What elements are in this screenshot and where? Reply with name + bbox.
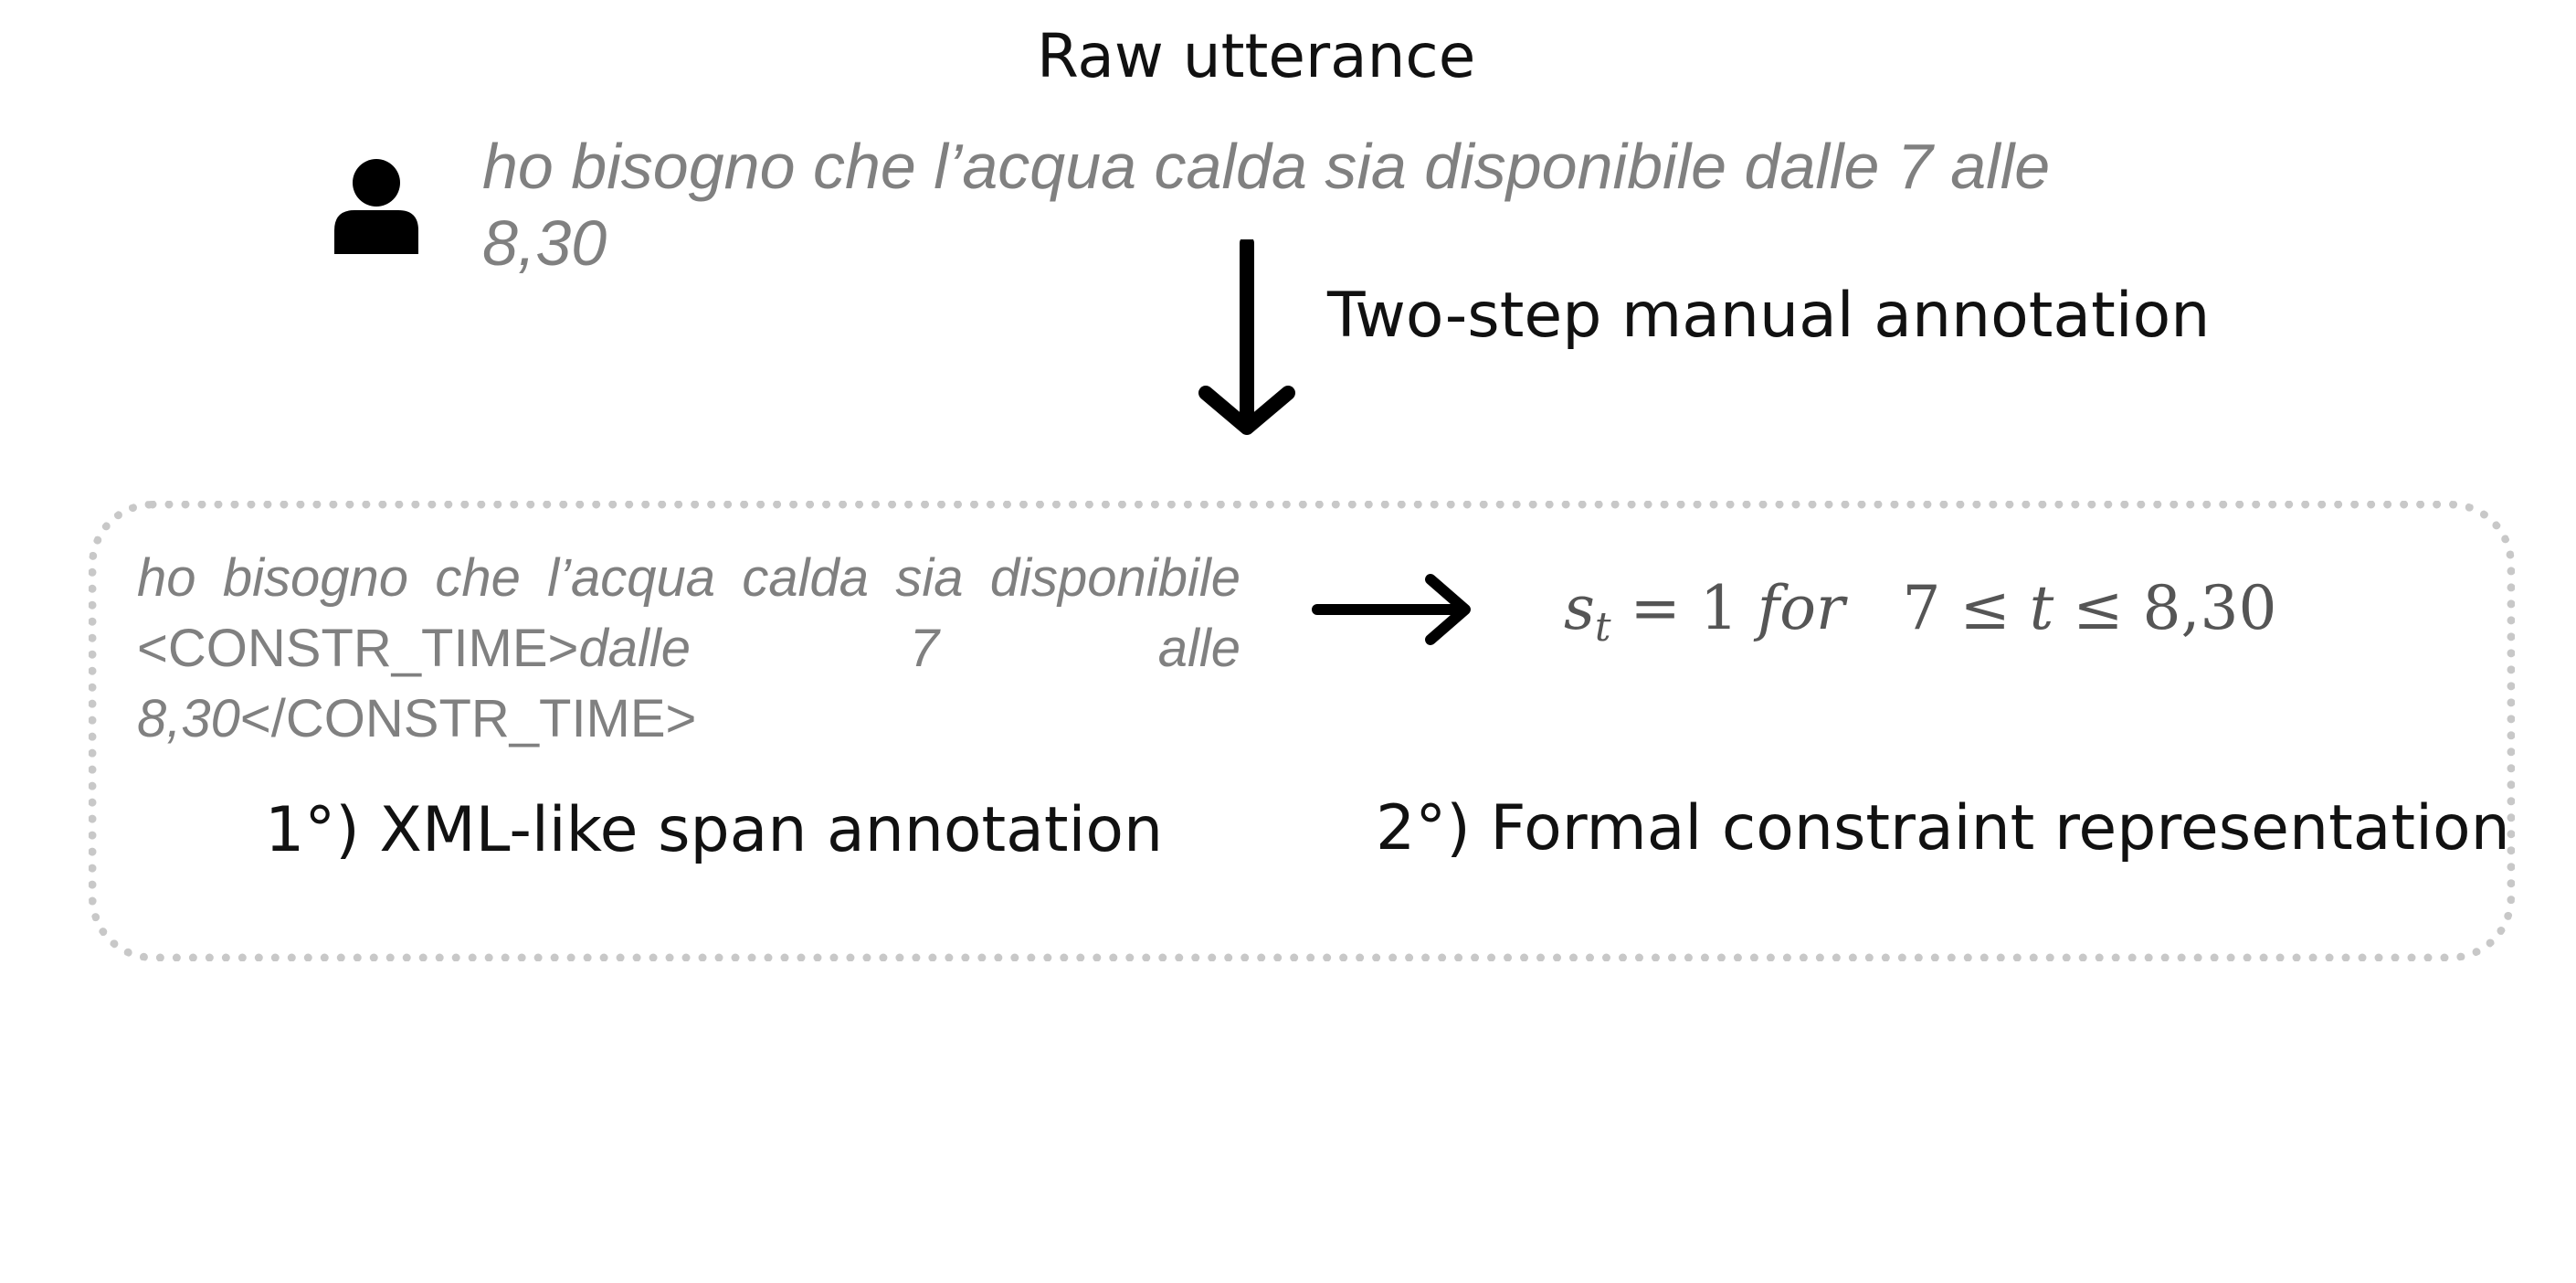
- tagged-span: dalle 7 alle 8,30: [137, 619, 1240, 748]
- formula-gap: [1845, 573, 1903, 643]
- formula-upper-bound: ≤ 8,30: [2053, 573, 2277, 643]
- open-tag: <CONSTR_TIME>: [137, 619, 579, 678]
- annotation-steps-box: [89, 501, 2515, 961]
- formula-t: t: [2029, 573, 2054, 643]
- down-arrow-icon: [1197, 236, 1297, 439]
- utterance-prefix: ho bisogno che l’acqua calda sia disponi…: [137, 548, 1240, 608]
- raw-utterance-title: Raw utterance: [1037, 21, 1476, 91]
- xml-span-annotation: ho bisogno che l’acqua calda sia disponi…: [137, 543, 1240, 754]
- formula-subscript: t: [1594, 604, 1611, 652]
- right-arrow-icon: [1312, 568, 1476, 651]
- formula-for: for: [1757, 573, 1845, 643]
- user-icon: [331, 155, 422, 256]
- raw-utterance-text: ho bisogno che l’acqua calda sia disponi…: [482, 131, 2051, 279]
- annotation-step-label: Two-step manual annotation: [1327, 280, 2211, 352]
- step1-label: 1°) XML-like span annotation: [265, 794, 1164, 866]
- formal-constraint-formula: st = 1 for 7 ≤ t ≤ 8,30: [1564, 572, 2276, 652]
- close-tag: </CONSTR_TIME>: [239, 689, 697, 748]
- formula-variable: s: [1564, 573, 1595, 643]
- formula-lower-bound: 7 ≤: [1902, 573, 2030, 643]
- formula-equals: = 1: [1610, 573, 1758, 643]
- step2-label: 2°) Formal constraint representation: [1376, 792, 2510, 864]
